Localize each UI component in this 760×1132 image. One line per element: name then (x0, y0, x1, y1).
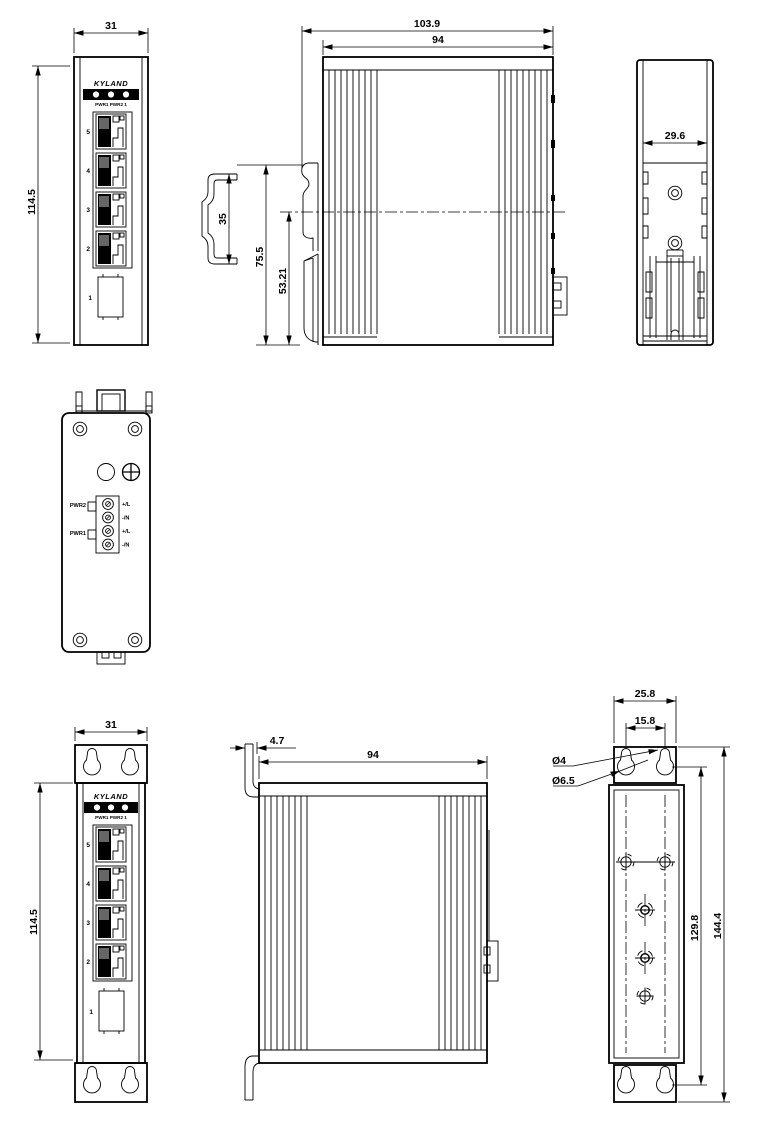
svg-text:4.7: 4.7 (270, 735, 285, 747)
dim-body-94: 94 (258, 749, 488, 779)
din-rail-profile: 35 (201, 173, 238, 265)
terminal-label: -/N (122, 543, 129, 549)
rj45-port-block: 5 4 3 2 (86, 824, 133, 982)
led-labels: PWR1 PWR2 1 (95, 815, 127, 820)
top-view-power: PWR2 PWR1 +/L -/N +/L -/N (61, 389, 153, 665)
wall-plate-edge (244, 743, 262, 1101)
svg-text:25.8: 25.8 (635, 688, 656, 700)
svg-text:114.5: 114.5 (28, 909, 40, 935)
led-port1 (122, 91, 130, 98)
terminal-label: -/N (122, 516, 129, 522)
port-label: 1 (89, 1009, 93, 1016)
dim-width-31: 31 (74, 719, 148, 741)
side-connector-block (551, 95, 568, 316)
dim-clip-75-5: 75.5 (237, 164, 303, 346)
bottom-connector (96, 651, 126, 665)
port-label: 3 (86, 207, 90, 214)
dim-height-114-5: 114.5 (28, 782, 73, 1061)
front-view-wall: KYLAND PWR1 PWR2 1 5 4 3 2 1 31 114.5 (28, 719, 148, 1103)
ground-icon (121, 462, 141, 482)
dim-plate-25-8: 25.8 (613, 688, 677, 743)
leader-hole-dia: Ø6.5 (552, 759, 649, 787)
port-label: 2 (86, 959, 90, 966)
pwr2-label: PWR2 (70, 503, 86, 509)
terminal-label: +/L (122, 529, 131, 535)
rj45-port-block: 5 4 3 2 (86, 111, 133, 269)
kyland-logo: KYLAND (94, 79, 128, 88)
led-pwr1 (93, 804, 101, 811)
dim-width-31: 31 (73, 20, 149, 53)
cooling-fins-right (498, 70, 553, 338)
svg-text:144.4: 144.4 (712, 913, 724, 939)
port-label: 2 (86, 246, 90, 253)
dim-plate-144-4: 144.4 (678, 746, 730, 1103)
svg-text:29.6: 29.6 (665, 130, 686, 142)
power-terminal-block: PWR2 PWR1 +/L -/N +/L -/N (70, 495, 131, 554)
din-clip-rear (643, 249, 707, 342)
port-label: 5 (86, 842, 90, 849)
svg-text:114.5: 114.5 (26, 189, 38, 215)
side-view-wall: 4.7 94 (230, 735, 499, 1101)
pwr1-label: PWR1 (70, 531, 86, 537)
port-label: 4 (86, 168, 90, 175)
rear-view-din: 29.6 (636, 59, 714, 346)
svg-text:35: 35 (217, 213, 229, 225)
dim-plate-4-7: 4.7 (230, 735, 296, 754)
led-port1 (121, 804, 129, 811)
led-labels: PWR1 PWR2 1 (95, 102, 127, 107)
port-label: 5 (86, 129, 90, 136)
svg-text:129.8: 129.8 (689, 915, 701, 941)
svg-text:31: 31 (105, 719, 117, 731)
svg-text:Ø6.5: Ø6.5 (552, 775, 575, 787)
dim-span-129-8: 129.8 (672, 766, 707, 1086)
svg-text:Ø4: Ø4 (552, 755, 566, 767)
cooling-fins-right (438, 796, 482, 1050)
svg-text:75.5: 75.5 (254, 247, 266, 268)
port-label: 4 (86, 881, 90, 888)
cooling-fins-left (323, 70, 378, 338)
din-clip-top-tabs (75, 389, 153, 414)
led-pwr2 (107, 804, 115, 811)
port-label: 1 (88, 295, 92, 302)
sfp-port: 1 (89, 988, 125, 1034)
kyland-logo: KYLAND (94, 792, 128, 801)
dim-center-53-21: 53.21 (277, 212, 292, 345)
leader-slot-dia: Ø4 (552, 749, 659, 767)
svg-text:53.21: 53.21 (277, 268, 289, 294)
terminal-label: +/L (122, 502, 131, 508)
side-connector-block (483, 830, 499, 982)
dim-overall-103-9: 103.9 (301, 18, 554, 168)
console-hole (97, 463, 115, 481)
svg-text:31: 31 (105, 20, 117, 32)
led-pwr2 (107, 91, 115, 98)
svg-text:103.9: 103.9 (414, 18, 440, 30)
dim-inner-29-6: 29.6 (643, 130, 707, 146)
svg-text:94: 94 (367, 749, 379, 761)
led-panel: PWR1 PWR2 1 (83, 89, 139, 107)
sfp-port: 1 (88, 274, 124, 320)
din-clip-side (301, 162, 319, 345)
dim-rail-35: 35 (217, 174, 232, 264)
svg-text:15.8: 15.8 (635, 715, 656, 727)
rear-view-wall: 25.8 15.8 Ø4 Ø6.5 129.8 144.4 (552, 688, 730, 1103)
port-label: 3 (86, 920, 90, 927)
dim-height-114-5: 114.5 (26, 65, 70, 344)
front-view-din: KYLAND PWR1 PWR2 1 5 4 3 2 1 31 114.5 (26, 20, 149, 346)
led-panel: PWR1 PWR2 1 (84, 802, 138, 820)
dim-body-94: 94 (322, 34, 553, 55)
dim-holes-15-8: 15.8 (625, 715, 666, 746)
led-pwr1 (92, 91, 100, 98)
svg-text:94: 94 (432, 34, 444, 46)
cooling-fins-left (264, 796, 308, 1050)
side-view-din: 103.9 94 75.5 53.21 (237, 18, 568, 346)
